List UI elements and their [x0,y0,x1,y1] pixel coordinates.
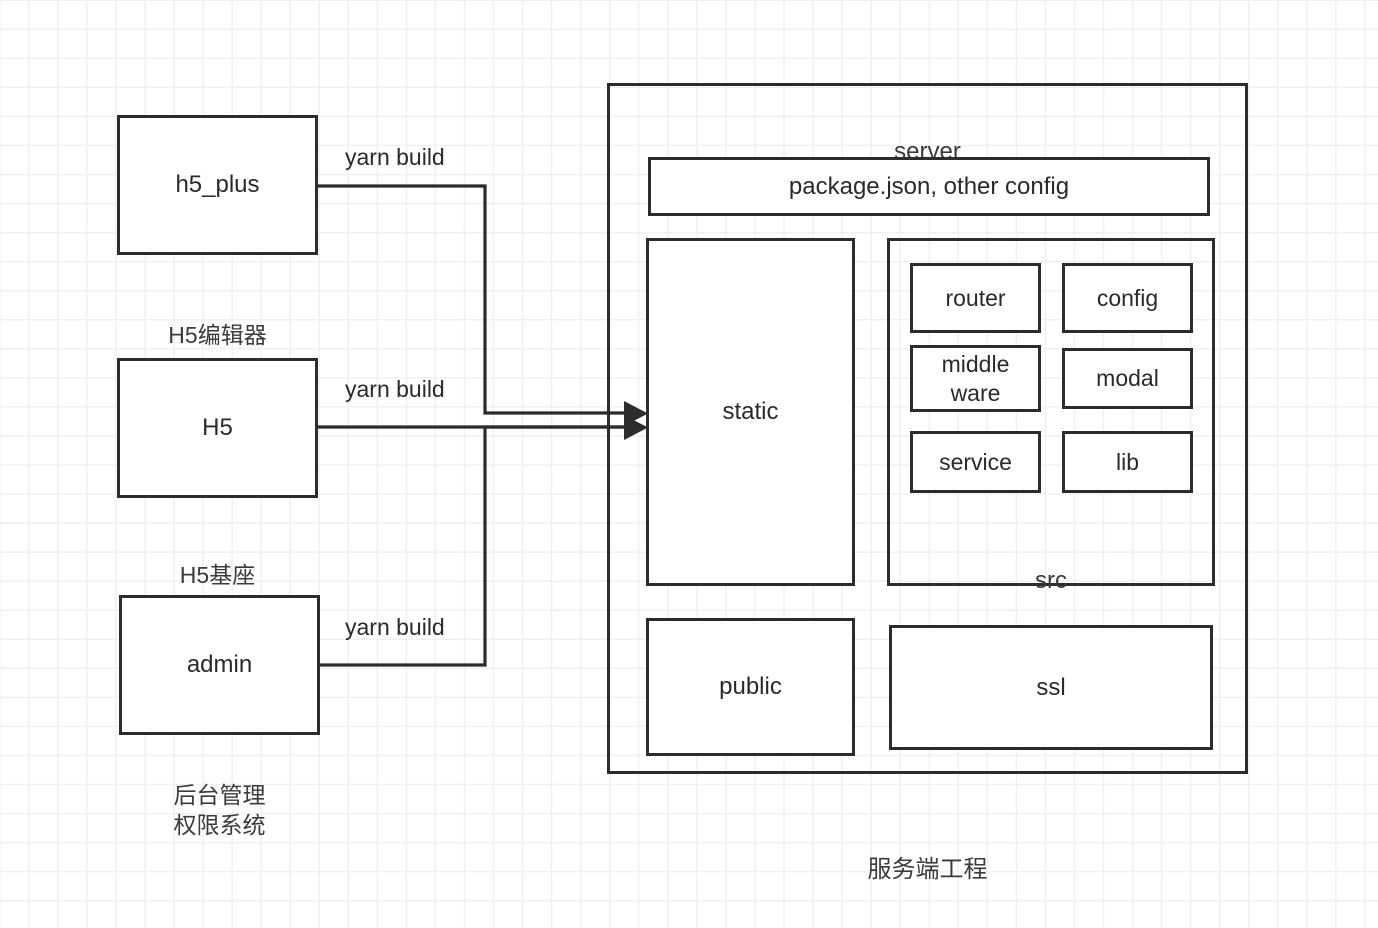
src-child-config[interactable]: config [1062,263,1193,333]
src-child-service[interactable]: service [910,431,1041,493]
node-h5-plus-label: h5_plus [175,171,260,199]
server-static-box[interactable]: static [646,238,855,586]
server-src-box[interactable] [887,238,1215,586]
edge-label-h5-plus: yarn build [345,144,445,170]
node-admin[interactable]: admin [119,595,320,735]
node-h5[interactable]: H5 [117,358,318,498]
edge-label-h5: yarn build [345,376,445,402]
src-child-middleware[interactable]: middle ware [910,345,1041,412]
caption-h5-plus: H5编辑器 [168,322,267,349]
node-admin-label: admin [186,651,253,679]
node-h5-plus[interactable]: h5_plus [117,115,318,255]
src-child-router[interactable]: router [910,263,1041,333]
server-config-label: package.json, other config [788,172,1070,200]
server-ssl-box[interactable]: ssl [889,625,1213,750]
caption-h5: H5基座 [179,562,256,589]
src-child-modal[interactable]: modal [1062,348,1193,409]
server-container[interactable] [607,83,1248,774]
server-static-label: static [722,398,779,426]
edge-label-admin: yarn build [345,614,445,640]
server-config-box[interactable]: package.json, other config [648,157,1210,216]
node-h5-label: H5 [202,414,233,442]
src-child-lib[interactable]: lib [1062,431,1193,493]
server-public-box[interactable]: public [646,618,855,756]
server-ssl-label: ssl [1036,673,1066,701]
src-label: src [1035,566,1067,594]
caption-admin: 后台管理 权限系统 [173,782,266,838]
server-caption: 服务端工程 [867,855,988,883]
server-public-label: public [719,673,782,701]
